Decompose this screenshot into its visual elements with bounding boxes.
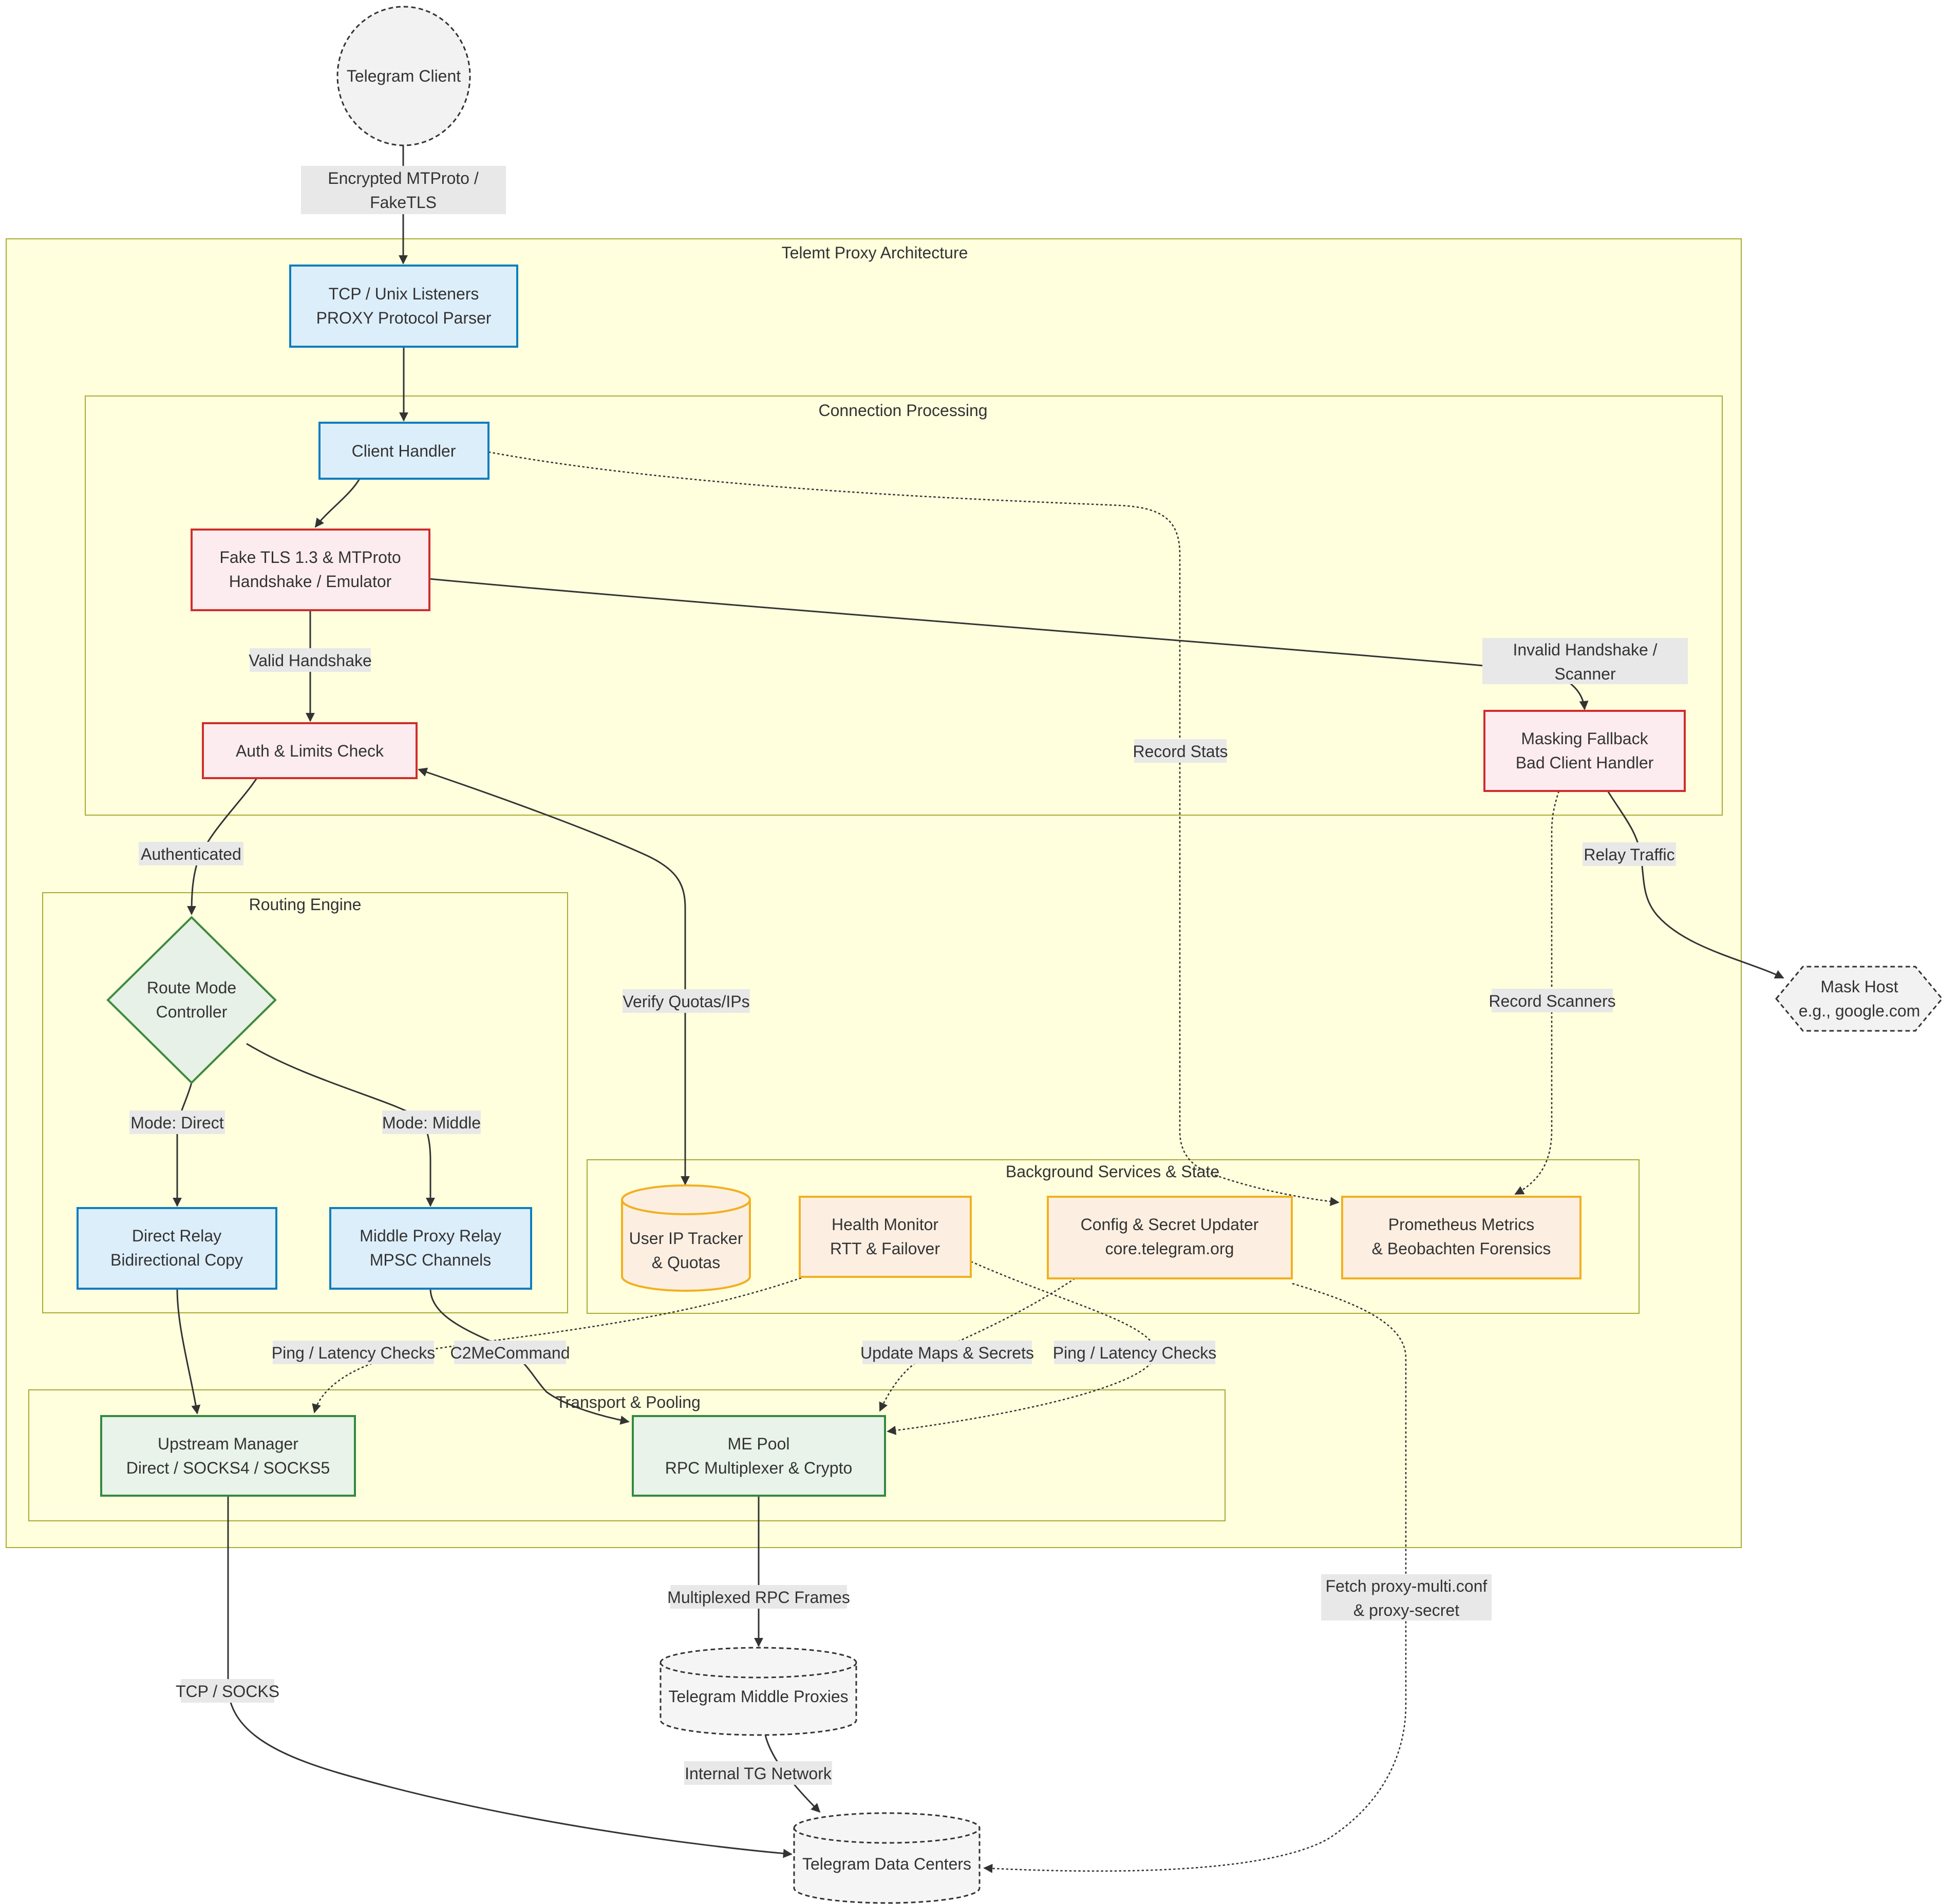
svg-text:FakeTLS: FakeTLS: [370, 193, 437, 212]
svg-text:Masking Fallback: Masking Fallback: [1521, 729, 1648, 748]
svg-text:Mode: Middle: Mode: Middle: [382, 1114, 481, 1132]
svg-text:C2MeCommand: C2MeCommand: [450, 1344, 570, 1362]
svg-text:Client Handler: Client Handler: [352, 442, 456, 460]
svg-text:Prometheus Metrics: Prometheus Metrics: [1388, 1215, 1535, 1234]
svg-text:Auth & Limits Check: Auth & Limits Check: [236, 742, 384, 760]
svg-text:Direct / SOCKS4 / SOCKS5: Direct / SOCKS4 / SOCKS5: [126, 1459, 330, 1477]
svg-text:Valid Handshake: Valid Handshake: [249, 651, 372, 670]
svg-text:Internal TG Network: Internal TG Network: [685, 1764, 832, 1783]
svg-text:Bad Client Handler: Bad Client Handler: [1516, 753, 1654, 772]
svg-text:Telegram Data Centers: Telegram Data Centers: [802, 1855, 971, 1873]
svg-text:Telegram Client: Telegram Client: [347, 67, 461, 85]
svg-text:& Quotas: & Quotas: [652, 1253, 720, 1272]
svg-text:Mask Host: Mask Host: [1820, 977, 1898, 996]
svg-text:Fetch proxy-multi.conf: Fetch proxy-multi.conf: [1326, 1577, 1488, 1595]
svg-text:Middle Proxy Relay: Middle Proxy Relay: [360, 1227, 501, 1245]
svg-text:Record Stats: Record Stats: [1133, 742, 1228, 761]
svg-text:Encrypted MTProto /: Encrypted MTProto /: [328, 169, 479, 187]
svg-text:Verify Quotas/IPs: Verify Quotas/IPs: [623, 992, 749, 1011]
svg-text:RPC Multiplexer & Crypto: RPC Multiplexer & Crypto: [665, 1459, 853, 1477]
svg-text:Authenticated: Authenticated: [141, 845, 241, 863]
svg-text:MPSC Channels: MPSC Channels: [370, 1251, 492, 1269]
svg-text:TCP / SOCKS: TCP / SOCKS: [176, 1682, 279, 1701]
svg-text:User IP Tracker: User IP Tracker: [629, 1229, 743, 1248]
svg-text:Telegram Middle Proxies: Telegram Middle Proxies: [668, 1687, 848, 1706]
svg-text:Ping / Latency Checks: Ping / Latency Checks: [1053, 1344, 1216, 1362]
svg-text:Health Monitor: Health Monitor: [832, 1215, 938, 1234]
svg-text:Route Mode: Route Mode: [147, 978, 236, 997]
svg-text:Controller: Controller: [156, 1003, 228, 1021]
svg-text:& Beobachten Forensics: & Beobachten Forensics: [1372, 1239, 1551, 1258]
svg-text:Update Maps & Secrets: Update Maps & Secrets: [860, 1344, 1034, 1362]
svg-text:Telemt Proxy Architecture: Telemt Proxy Architecture: [782, 243, 968, 262]
svg-text:Background Services & State: Background Services & State: [1006, 1162, 1219, 1181]
svg-text:core.telegram.org: core.telegram.org: [1105, 1239, 1234, 1258]
svg-text:Record Scanners: Record Scanners: [1489, 992, 1615, 1010]
svg-text:Mode: Direct: Mode: Direct: [130, 1114, 224, 1132]
svg-text:Transport & Pooling: Transport & Pooling: [556, 1393, 701, 1411]
svg-text:Routing Engine: Routing Engine: [249, 895, 362, 914]
svg-text:Direct Relay: Direct Relay: [132, 1227, 221, 1245]
svg-text:Config & Secret Updater: Config & Secret Updater: [1081, 1215, 1259, 1234]
svg-text:e.g., google.com: e.g., google.com: [1799, 1002, 1921, 1020]
svg-text:Scanner: Scanner: [1554, 665, 1616, 683]
svg-text:Upstream Manager: Upstream Manager: [158, 1435, 298, 1453]
svg-text:& proxy-secret: & proxy-secret: [1353, 1601, 1459, 1619]
svg-text:Fake TLS 1.3 & MTProto: Fake TLS 1.3 & MTProto: [219, 548, 401, 567]
svg-text:TCP / Unix Listeners: TCP / Unix Listeners: [329, 285, 479, 303]
svg-text:Handshake / Emulator: Handshake / Emulator: [229, 572, 392, 591]
svg-text:Connection Processing: Connection Processing: [818, 401, 987, 420]
svg-text:Ping / Latency Checks: Ping / Latency Checks: [272, 1344, 435, 1362]
svg-text:Multiplexed RPC Frames: Multiplexed RPC Frames: [667, 1588, 850, 1607]
svg-text:Bidirectional Copy: Bidirectional Copy: [110, 1251, 243, 1269]
svg-text:PROXY Protocol Parser: PROXY Protocol Parser: [316, 309, 492, 327]
svg-text:RTT & Failover: RTT & Failover: [830, 1239, 940, 1258]
svg-text:ME Pool: ME Pool: [728, 1435, 790, 1453]
svg-text:Relay Traffic: Relay Traffic: [1584, 845, 1674, 864]
svg-text:Invalid Handshake /: Invalid Handshake /: [1513, 640, 1657, 659]
